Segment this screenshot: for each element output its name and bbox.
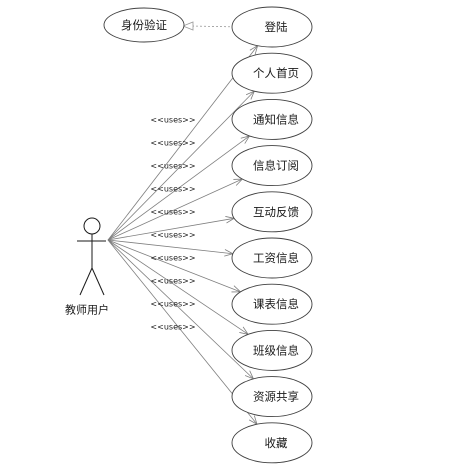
- stereotype-label-salary: <<uses>>: [150, 231, 195, 240]
- usecase-feedback: 互动反馈: [231, 191, 313, 233]
- usecase-auth: 身份验证: [103, 7, 185, 43]
- usecase-ellipse: [231, 376, 313, 418]
- actor-label: 教师用户: [65, 303, 109, 317]
- actor-left-leg: [79, 267, 93, 296]
- stereotype-label-resources: <<uses>>: [150, 300, 195, 309]
- association-line: [107, 239, 249, 335]
- stereotype-label-login: <<uses>>: [150, 116, 195, 125]
- stereotype-labels-layer: <<uses>> <<uses>> <<uses>> <<uses>> <<uses>>…: [150, 116, 195, 332]
- usecase-salary: 工资信息: [231, 237, 313, 279]
- dependency-arrowhead: [181, 21, 194, 31]
- usecase-label: 互动反馈: [253, 205, 299, 219]
- stereotype-label-class: <<uses>>: [150, 277, 195, 286]
- usecase-label: 班级信息: [253, 343, 299, 357]
- stereotype-label-subscribe: <<uses>>: [150, 185, 195, 194]
- usecase-ellipse: [231, 191, 313, 233]
- stereotype-label-feedback: <<uses>>: [150, 208, 195, 217]
- usecase-schedule: 课表信息: [231, 283, 313, 325]
- usecase-favorites: 收藏: [231, 422, 313, 464]
- usecase-label: 课表信息: [253, 297, 299, 311]
- usecase-ellipse: [231, 52, 313, 94]
- usecase-auth-ellipse: [103, 7, 185, 43]
- usecase-label: 信息订阅: [253, 159, 299, 173]
- association-line: [107, 217, 235, 241]
- usecase-ellipse: [231, 145, 313, 187]
- stereotype-label-profile: <<uses>>: [150, 139, 195, 148]
- stereotype-label-favorites: <<uses>>: [150, 323, 195, 332]
- edges-layer: [107, 44, 259, 426]
- actor-right-leg: [91, 267, 105, 296]
- usecase-ellipse: [231, 98, 313, 140]
- usecase-ellipse: [231, 329, 313, 371]
- usecase-label: 个人首页: [253, 66, 299, 80]
- usecase-login: 登陆: [231, 6, 313, 48]
- usecase-label: 工资信息: [253, 251, 299, 265]
- stereotype-label-notice: <<uses>>: [150, 162, 195, 171]
- association-line: [107, 90, 255, 241]
- usecase-subscribe: 信息订阅: [231, 145, 313, 187]
- association-line: [107, 135, 250, 241]
- stereotype-label-schedule: <<uses>>: [150, 254, 195, 263]
- usecase-label: 资源共享: [253, 390, 299, 404]
- usecase-ellipse: [231, 422, 313, 464]
- usecase-notice: 通知信息: [231, 98, 313, 140]
- association-line: [107, 239, 254, 380]
- usecase-profile: 个人首页: [231, 52, 313, 94]
- usecase-class: 班级信息: [231, 329, 313, 371]
- association-line: [107, 178, 243, 241]
- usecase-label: 登陆: [265, 20, 288, 34]
- association-line: [107, 239, 233, 255]
- usecase-ellipse: [231, 6, 313, 48]
- actor-head-icon: [83, 217, 101, 235]
- usecase-label: 通知信息: [253, 112, 299, 126]
- usecase-ellipse: [231, 237, 313, 279]
- usecase-resources: 资源共享: [231, 376, 313, 418]
- usecase-ellipse: [231, 283, 313, 325]
- usecase-label: 收藏: [265, 436, 288, 450]
- association-line: [107, 239, 241, 293]
- usecase-auth-label: 身份验证: [121, 18, 167, 32]
- actor-teacher: 教师用户: [65, 217, 109, 317]
